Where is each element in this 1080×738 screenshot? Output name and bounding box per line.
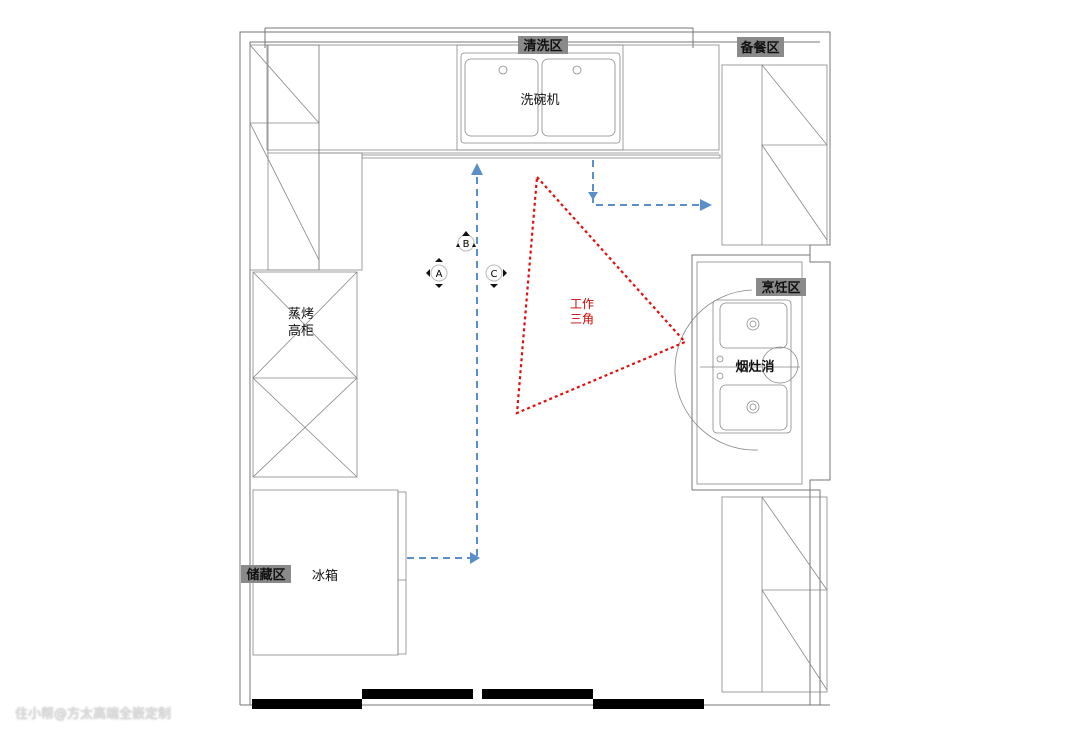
zone-tag-prep: 备餐区 (737, 37, 784, 57)
zone-tag-cook: 烹饪区 (756, 278, 806, 296)
zone-tag-wash: 清洗区 (518, 36, 568, 54)
stove (674, 261, 803, 485)
top-counter (266, 44, 721, 159)
marker-b: B (456, 231, 476, 252)
fridge-label: 冰箱 (312, 568, 338, 584)
dishwasher-label: 洗碗机 (520, 92, 559, 108)
zone-tag-storage: 储藏区 (241, 565, 291, 583)
left-cabinets (249, 44, 363, 478)
steam-oven-label-2: 高柜 (288, 323, 314, 339)
zone-wash-label: 清洗区 (523, 38, 562, 54)
marker-b-label: B (463, 239, 470, 250)
marker-a-label: A (436, 269, 443, 280)
window-bars (252, 689, 704, 709)
zone-storage-label: 储藏区 (245, 567, 285, 583)
marker-a: A (426, 258, 448, 288)
triangle-label-1: 工作 (570, 297, 594, 311)
flow-arrows (407, 160, 712, 564)
right-top-cabinets (721, 64, 828, 246)
zone-cook-label: 烹饪区 (761, 280, 800, 296)
steam-oven-label-1: 蒸烤 (288, 307, 314, 322)
marker-c: C (485, 264, 507, 288)
watermark: 住小帮@方太高端全嵌定制 (15, 707, 172, 722)
triangle-label-2: 三角 (570, 312, 594, 326)
right-bottom-cabinets (721, 496, 828, 693)
zone-prep-label: 备餐区 (739, 40, 779, 56)
marker-c-label: C (491, 269, 498, 280)
stove-label: 烟灶消 (735, 359, 774, 375)
work-triangle (515, 174, 687, 415)
